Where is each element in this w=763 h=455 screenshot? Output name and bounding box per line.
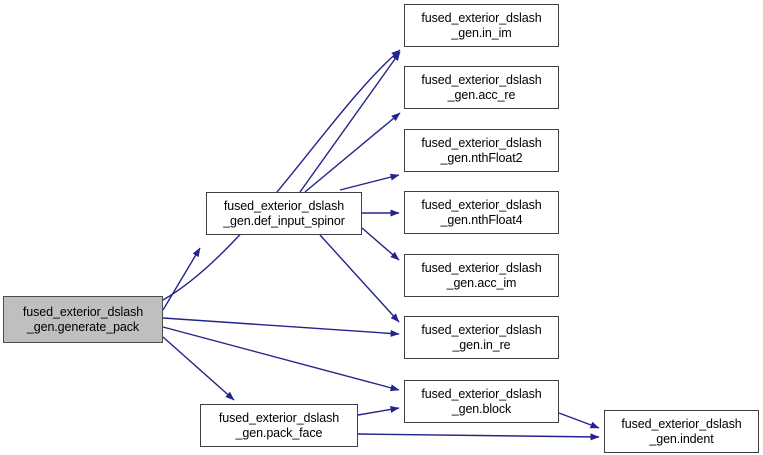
- graph-node-nthFloat2[interactable]: fused_exterior_dslash _gen.nthFloat2: [404, 129, 559, 172]
- graph-node-in_re[interactable]: fused_exterior_dslash _gen.in_re: [404, 316, 559, 359]
- graph-node-label: fused_exterior_dslash _gen.acc_im: [421, 260, 542, 290]
- graph-edge-block-to-indent: [558, 412, 600, 429]
- graph-edge-def_input_spinor-to-nthFloat2: [339, 173, 400, 191]
- graph-node-pack_face[interactable]: fused_exterior_dslash _gen.pack_face: [200, 404, 358, 447]
- graph-node-def_input_spinor[interactable]: fused_exterior_dslash _gen.def_input_spi…: [206, 192, 362, 235]
- graph-node-label: fused_exterior_dslash _gen.nthFloat2: [421, 135, 542, 165]
- graph-node-generate_pack[interactable]: fused_exterior_dslash _gen.generate_pack: [3, 296, 163, 343]
- graph-node-label: fused_exterior_dslash _gen.def_input_spi…: [223, 198, 345, 228]
- graph-node-nthFloat4[interactable]: fused_exterior_dslash _gen.nthFloat4: [404, 191, 559, 234]
- graph-node-label: fused_exterior_dslash _gen.acc_re: [421, 72, 542, 102]
- graph-node-in_im[interactable]: fused_exterior_dslash _gen.in_im: [404, 4, 559, 47]
- graph-edge-def_input_spinor-to-in_im: [299, 51, 401, 193]
- graph-edge-generate_pack-to-in_im: [162, 49, 401, 301]
- graph-node-acc_im[interactable]: fused_exterior_dslash _gen.acc_im: [404, 254, 559, 297]
- graph-node-block[interactable]: fused_exterior_dslash _gen.block: [404, 380, 559, 423]
- graph-node-label: fused_exterior_dslash _gen.indent: [621, 416, 742, 446]
- graph-node-label: fused_exterior_dslash _gen.generate_pack: [22, 304, 144, 334]
- graph-node-acc_re[interactable]: fused_exterior_dslash _gen.acc_re: [404, 66, 559, 109]
- graph-edge-pack_face-to-indent: [357, 433, 600, 441]
- graph-node-label: fused_exterior_dslash _gen.in_re: [421, 322, 542, 352]
- graph-edge-generate_pack-to-in_re: [162, 317, 400, 337]
- graph-node-label: fused_exterior_dslash _gen.block: [421, 386, 542, 416]
- graph-node-indent[interactable]: fused_exterior_dslash _gen.indent: [604, 410, 759, 453]
- graph-edge-pack_face-to-block: [357, 405, 400, 416]
- graph-node-label: fused_exterior_dslash _gen.in_im: [421, 10, 542, 40]
- graph-edge-generate_pack-to-pack_face: [162, 336, 235, 401]
- graph-edge-def_input_spinor-to-acc_re: [304, 112, 401, 193]
- graph-edge-generate_pack-to-def_input_spinor: [162, 247, 201, 311]
- graph-edge-def_input_spinor-to-acc_im: [361, 227, 400, 261]
- graph-node-label: fused_exterior_dslash _gen.nthFloat4: [421, 197, 542, 227]
- graph-edge-def_input_spinor-to-in_re: [319, 234, 400, 323]
- graph-node-label: fused_exterior_dslash _gen.pack_face: [218, 410, 340, 440]
- graph-edge-generate_pack-to-block: [162, 326, 400, 392]
